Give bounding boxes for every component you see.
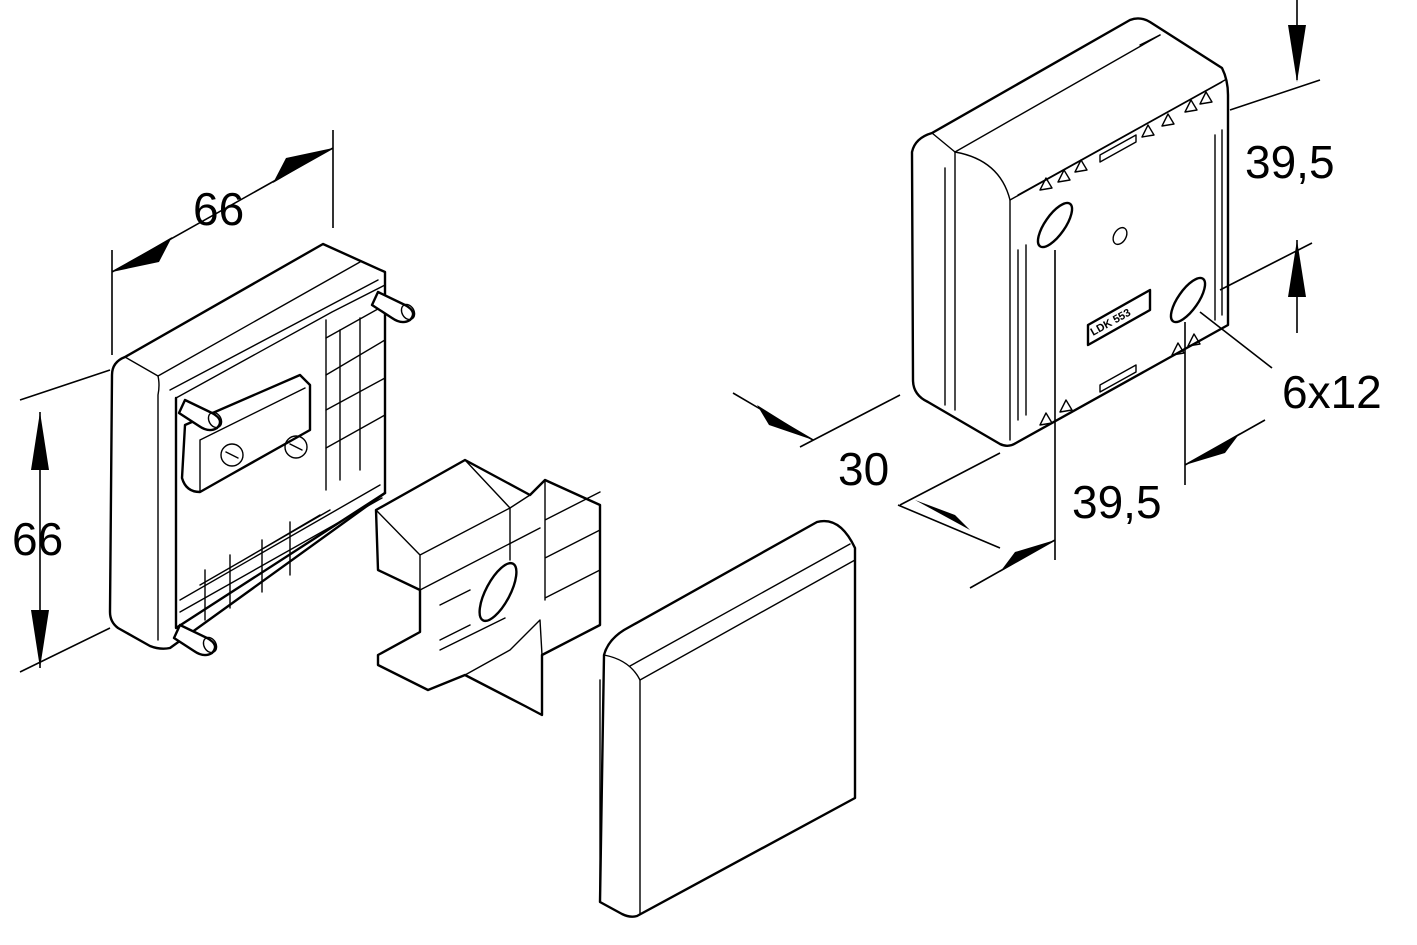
depth-label: 30	[838, 443, 889, 495]
slot-size-label: 6x12	[1282, 366, 1382, 418]
hole-horizontal-label: 39,5	[1072, 476, 1162, 528]
box-base	[108, 242, 416, 657]
dimension-width-left: 66	[111, 130, 334, 355]
dimension-depth: 30	[732, 392, 1001, 549]
dimension-slot: 6x12	[1199, 311, 1382, 418]
dimension-height-left: 66	[12, 369, 111, 673]
closed-box: LDK 553	[910, 17, 1230, 447]
mounting-bracket	[374, 458, 602, 717]
hole-vertical-label: 39,5	[1245, 136, 1335, 188]
dimension-hole-horizontal: 39,5	[969, 250, 1266, 589]
dimension-hole-vertical: 39,5	[1219, 0, 1335, 333]
pin-top-right	[370, 290, 416, 324]
pin-mid-left	[177, 398, 223, 432]
cover-plate	[598, 519, 857, 918]
width-left-label: 66	[193, 183, 244, 235]
pin-bottom-left	[172, 623, 218, 657]
height-left-label: 66	[12, 513, 63, 565]
